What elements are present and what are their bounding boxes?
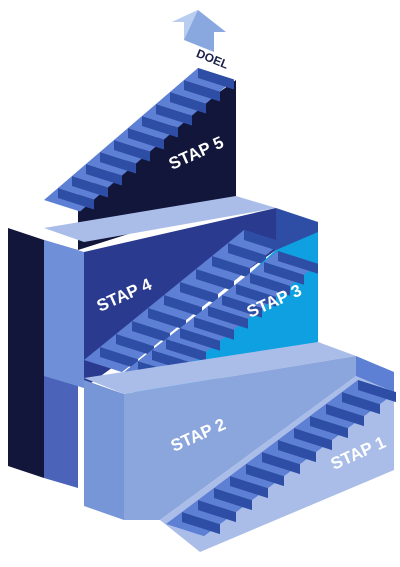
stap5-step-riser xyxy=(184,80,220,102)
stap5-step-riser xyxy=(86,164,122,186)
stap4-step-riser xyxy=(164,295,202,318)
stap3-step-riser xyxy=(236,284,276,307)
stap5-step-riser xyxy=(142,116,178,138)
stap4-step-riser xyxy=(100,347,138,370)
stap4-step-riser xyxy=(116,334,154,357)
stap5-step-riser xyxy=(114,140,150,162)
stap4-block-side xyxy=(44,240,84,388)
goal-arrow xyxy=(172,10,226,52)
stap3-step-riser xyxy=(264,262,304,285)
stap1-step-riser xyxy=(326,404,364,427)
stap4-step-riser xyxy=(180,282,218,305)
stap3-step-riser xyxy=(180,328,220,351)
stap1-step-riser xyxy=(358,380,396,403)
stap5-step-riser xyxy=(128,128,164,150)
stap3-step-riser xyxy=(166,339,206,362)
stap4-step-riser xyxy=(212,256,250,279)
stap5-step-riser xyxy=(58,188,94,210)
stap1-step-riser xyxy=(214,488,252,511)
stap1-step-riser xyxy=(230,476,268,499)
lower-platform-top xyxy=(84,342,356,394)
stap5-step-riser xyxy=(170,92,206,114)
stap5-step-riser xyxy=(72,176,108,198)
stap1-stairs xyxy=(166,380,396,537)
stap1-step-riser xyxy=(342,392,380,415)
stap4-step-riser xyxy=(196,269,234,292)
stap4-step-riser xyxy=(132,321,170,344)
stap4-step-riser xyxy=(228,243,266,266)
stap1-step-riser xyxy=(246,464,284,487)
stap1-step-riser xyxy=(198,500,236,523)
stap1-step-riser xyxy=(182,512,220,535)
stap2-block xyxy=(124,356,356,520)
stap4-step-riser xyxy=(148,308,186,331)
stap1-step-riser xyxy=(262,452,300,475)
stap3-step-riser xyxy=(194,317,234,340)
stap1-step-riser xyxy=(278,440,316,463)
stap2-block-side xyxy=(84,380,124,520)
stap3-step-riser xyxy=(278,251,318,274)
left-pillar-face xyxy=(8,228,44,478)
stap3-step-riser xyxy=(208,306,248,329)
stap5-step-riser xyxy=(100,152,136,174)
stap5-step-riser xyxy=(198,68,234,90)
stap3-step-riser xyxy=(222,295,262,318)
stap1-step-riser xyxy=(294,428,332,451)
stap5-stairs xyxy=(44,68,234,212)
stap3-step-riser xyxy=(250,273,290,296)
middle-platform-top xyxy=(44,196,276,242)
stap4-stairs xyxy=(84,230,282,373)
stap5-step-riser xyxy=(156,104,192,126)
stap1-step-riser xyxy=(310,416,348,439)
stap4-step-riser xyxy=(244,230,282,253)
